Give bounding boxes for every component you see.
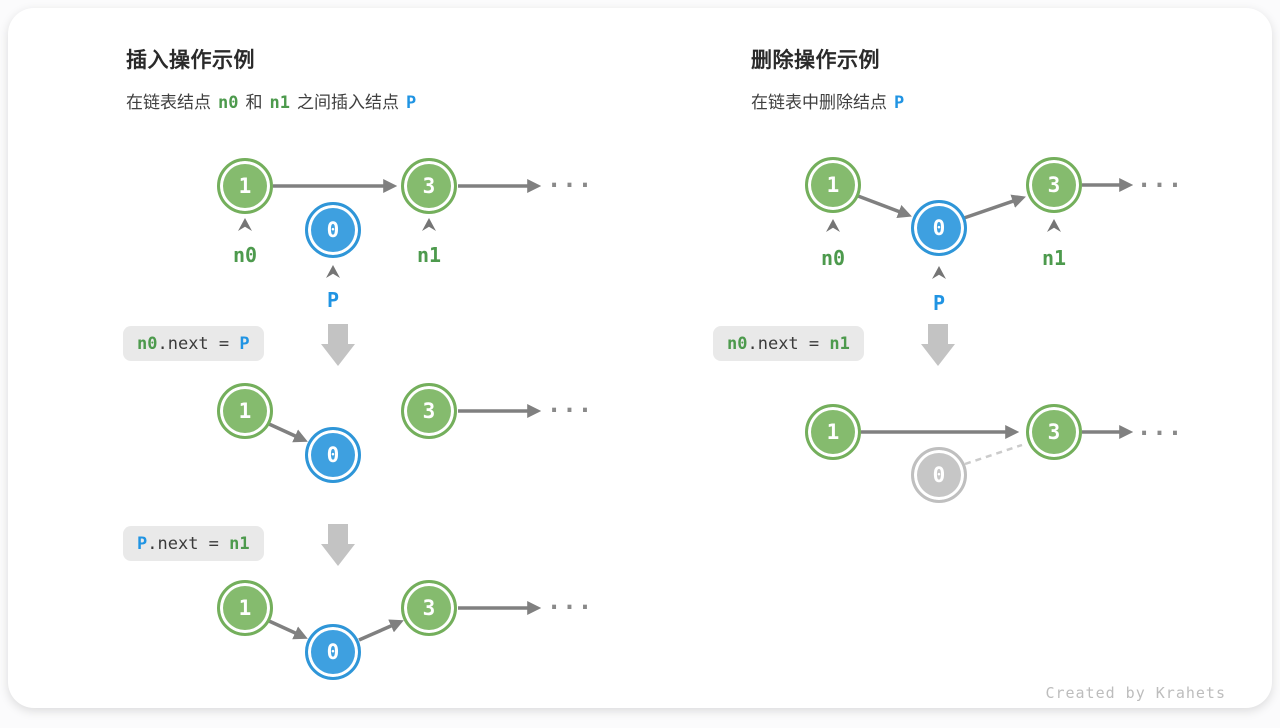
code-mid: .next = <box>157 333 240 354</box>
subtitle-token-p: P <box>894 93 905 113</box>
subtitle-text: 之间插入结点 <box>296 93 399 112</box>
delete-fig2-node-3: 3 <box>1026 404 1082 460</box>
delete-code-step1: n0.next = n1 <box>713 326 864 361</box>
delete-fig1-label-p: P <box>932 291 946 315</box>
delete-fig2-dashed-old-link <box>964 443 1023 466</box>
code-mid: .next = <box>147 533 230 554</box>
delete-fig1-arrow-0-to-3 <box>963 194 1026 220</box>
caret-up-icon <box>932 266 946 279</box>
ellipsis: ... <box>546 390 594 418</box>
caret-up-icon <box>422 218 436 231</box>
caret-up-icon <box>1047 219 1061 232</box>
delete-fig1-node-0: 0 <box>911 200 967 256</box>
node-value: 3 <box>422 596 436 620</box>
delete-panel-subtitle: 在链表中删除结点 P <box>751 88 911 113</box>
node-value: 0 <box>326 640 340 664</box>
node-value: 0 <box>326 443 340 467</box>
insert-fig3-arrow-1-to-0 <box>268 619 308 640</box>
insert-fig3-node-1: 1 <box>217 580 273 636</box>
insert-fig3-node-3: 3 <box>401 580 457 636</box>
ellipsis: ... <box>546 587 594 615</box>
ellipsis: ... <box>1136 165 1184 193</box>
insert-code-step2: P.next = n1 <box>123 526 264 561</box>
insert-fig1-node-3: 3 <box>401 158 457 214</box>
node-value: 1 <box>826 173 840 197</box>
delete-fig1-label-n1: n1 <box>1041 246 1067 270</box>
insert-code-step1: n0.next = P <box>123 326 264 361</box>
insert-fig1-label-n1: n1 <box>416 243 442 267</box>
node-value: 3 <box>1047 173 1061 197</box>
code-rhs: P <box>239 333 250 354</box>
node-value: 3 <box>422 399 436 423</box>
subtitle-token-n0: n0 <box>218 93 239 113</box>
subtitle-token-n1: n1 <box>269 93 290 113</box>
insert-fig3-node-0: 0 <box>305 624 361 680</box>
node-value: 0 <box>932 216 946 240</box>
code-lhs: n0 <box>137 333 158 354</box>
insert-fig2-node-3: 3 <box>401 383 457 439</box>
insert-fig1-label-p: P <box>326 288 340 312</box>
node-value: 1 <box>238 174 252 198</box>
delete-fig2-node-0-removed: 0 <box>911 447 967 503</box>
caret-up-icon <box>238 218 252 231</box>
down-block-arrow-icon <box>321 324 355 366</box>
subtitle-text: 在链表结点 <box>126 93 211 112</box>
delete-fig1-arrow-1-to-0 <box>857 194 912 219</box>
insert-fig1-label-n0: n0 <box>232 243 258 267</box>
node-value: 3 <box>1047 420 1061 444</box>
insert-fig3-arrow-0-to-3 <box>358 619 404 642</box>
insert-fig2-node-0: 0 <box>305 427 361 483</box>
credit-text: Created by Krahets <box>1045 684 1226 702</box>
delete-panel-title: 删除操作示例 <box>751 49 880 72</box>
code-lhs: n0 <box>727 333 748 354</box>
node-value: 1 <box>238 596 252 620</box>
caret-up-icon <box>826 219 840 232</box>
node-value: 0 <box>932 463 946 487</box>
ellipsis: ... <box>546 165 594 193</box>
node-value: 1 <box>238 399 252 423</box>
ellipsis: ... <box>1136 413 1184 441</box>
insert-fig1-node-0: 0 <box>305 202 361 258</box>
insert-fig1-node-1: 1 <box>217 158 273 214</box>
diagram-card: 插入操作示例 在链表结点 n0 和 n1 之间插入结点 P 1 0 3 n0 n1 P .… <box>8 8 1272 708</box>
delete-fig1-node-3: 3 <box>1026 157 1082 213</box>
down-block-arrow-icon <box>321 524 355 566</box>
delete-fig2-node-1: 1 <box>805 404 861 460</box>
code-lhs: P <box>137 533 148 554</box>
insert-fig2-arrow-1-to-0 <box>268 422 308 443</box>
code-rhs: n1 <box>829 333 850 354</box>
subtitle-text: 在链表中删除结点 <box>751 93 887 112</box>
delete-fig1-node-1: 1 <box>805 157 861 213</box>
subtitle-token-p: P <box>405 93 417 113</box>
caret-up-icon <box>326 265 340 278</box>
node-value: 0 <box>326 218 340 242</box>
insert-fig2-node-1: 1 <box>217 383 273 439</box>
code-rhs: n1 <box>229 533 250 554</box>
subtitle-text: 和 <box>245 93 263 112</box>
delete-fig1-label-n0: n0 <box>820 246 846 270</box>
insert-panel-title: 插入操作示例 <box>126 49 255 72</box>
insert-panel-subtitle: 在链表结点 n0 和 n1 之间插入结点 P <box>126 88 423 113</box>
node-value: 3 <box>422 174 436 198</box>
code-mid: .next = <box>747 333 830 354</box>
arrow-layer <box>268 178 1134 642</box>
node-value: 1 <box>826 420 840 444</box>
down-block-arrow-icon <box>921 324 955 366</box>
